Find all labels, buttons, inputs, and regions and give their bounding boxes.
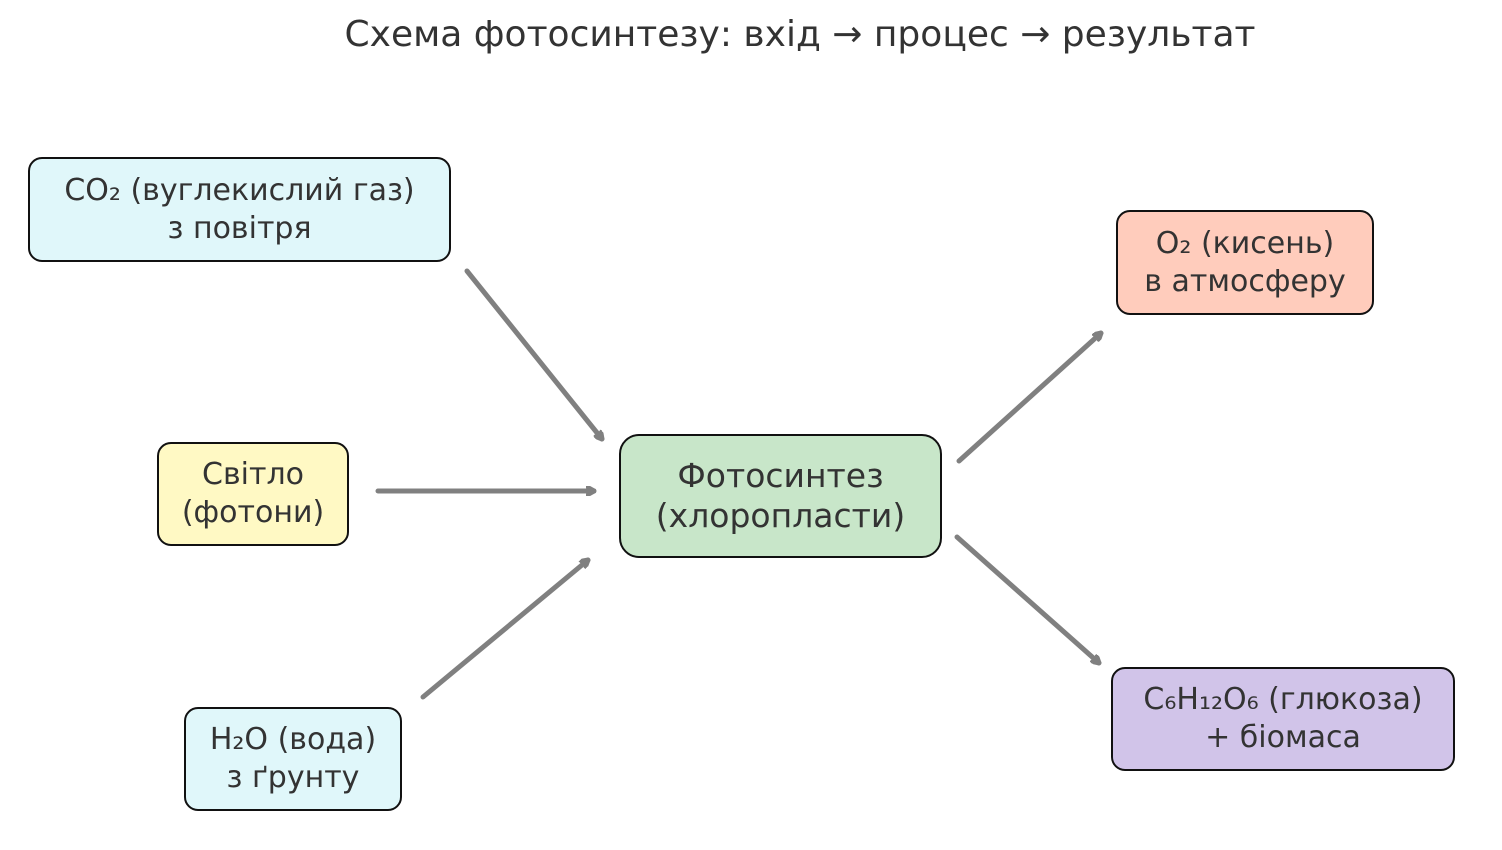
arrow-h2o-to-process xyxy=(420,560,588,700)
node-o2: O₂ (кисень) в атмосферу xyxy=(1116,210,1374,315)
node-process-line2: (хлоропласти) xyxy=(655,496,906,535)
node-co2-line2: з повітря xyxy=(167,210,312,246)
node-light: Світло (фотони) xyxy=(157,442,349,546)
node-glucose-line1: C₆H₁₂O₆ (глюкоза) xyxy=(1143,682,1423,717)
arrow-co2-to-process xyxy=(464,268,602,439)
node-light-line2: (фотони) xyxy=(181,495,325,530)
diagram-title: Схема фотосинтезу: вхід → процес → резул… xyxy=(344,14,1256,55)
node-h2o: H₂O (вода) з ґрунту xyxy=(184,707,402,811)
arrow-process-to-o2 xyxy=(956,333,1101,464)
node-co2: CO₂ (вуглекислий газ) з повітря xyxy=(28,157,451,262)
node-co2-line1: CO₂ (вуглекислий газ) xyxy=(64,172,415,208)
node-glucose-line2: + біомаса xyxy=(1205,720,1361,755)
node-process: Фотосинтез (хлоропласти) xyxy=(619,434,942,558)
node-h2o-line2: з ґрунту xyxy=(226,760,360,795)
arrow-process-to-glucose xyxy=(954,534,1099,663)
node-h2o-line1: H₂O (вода) xyxy=(209,722,377,757)
node-o2-line1: O₂ (кисень) xyxy=(1155,225,1335,261)
node-glucose: C₆H₁₂O₆ (глюкоза) + біомаса xyxy=(1111,667,1455,771)
node-light-line1: Світло xyxy=(202,457,304,492)
node-o2-line2: в атмосферу xyxy=(1144,263,1346,299)
node-process-line1: Фотосинтез xyxy=(677,456,884,495)
